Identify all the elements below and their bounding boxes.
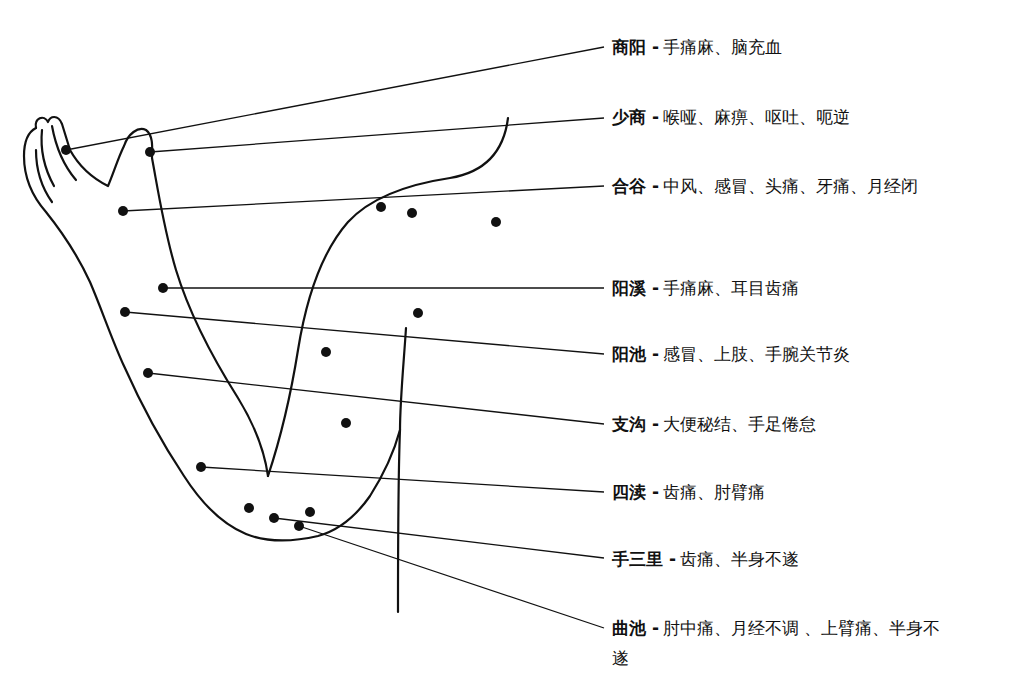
acupoint-dot	[305, 507, 315, 517]
acupoint-dot	[244, 503, 254, 513]
leader-line	[299, 526, 604, 628]
leader-line	[66, 47, 604, 150]
acupoint-label: 合谷 -中风、感冒、头痛、牙痛、月经闭	[612, 171, 962, 201]
acupoint-dot	[269, 513, 279, 523]
indication-text: 齿痛、半身不遂	[680, 549, 799, 569]
acupoint-label: 阳池 -感冒、上肢、手腕关节炎	[612, 339, 992, 369]
acupoint-label: 阳溪 -手痛麻、耳目齿痛	[612, 273, 992, 303]
finger-line	[36, 150, 52, 202]
finger-line	[42, 130, 55, 186]
acupoint-label: 四渎 -齿痛、肘臂痛	[612, 477, 992, 507]
acupoint-label: 手三里 -齿痛、半身不遂	[612, 544, 992, 574]
acupoint-label: 曲池 -肘中痛、月经不调 、上臂痛、半身不遂	[612, 613, 957, 673]
acupoint-dot	[120, 307, 130, 317]
hand-outline	[36, 117, 152, 186]
indication-text: 感冒、上肢、手腕关节炎	[663, 344, 850, 364]
leader-line	[163, 287, 604, 288]
acupoint-name: 支沟 -	[612, 414, 659, 434]
acupoint-name: 阳溪 -	[612, 278, 659, 298]
acupoint-name: 手三里 -	[612, 549, 676, 569]
acupoint-name: 少商 -	[612, 107, 659, 127]
leader-line	[150, 118, 604, 152]
indication-text: 手痛麻、脑充血	[663, 37, 782, 57]
indication-text: 中风、感冒、头痛、牙痛、月经闭	[663, 176, 918, 196]
acupoint-label: 商阳 -手痛麻、脑充血	[612, 32, 992, 62]
acupoint-dot	[143, 368, 153, 378]
acupoint-dot	[321, 347, 331, 357]
acupoint-name: 商阳 -	[612, 37, 659, 57]
hand-outline	[24, 128, 400, 540]
acupoint-dot	[118, 206, 128, 216]
forearm-inner-edge	[152, 158, 268, 476]
indication-text: 肘中痛、月经不调 、上臂痛、半身不遂	[612, 618, 940, 668]
leader-line	[201, 467, 604, 492]
acupoint-dot	[376, 202, 386, 212]
acupoint-name: 合谷 -	[612, 176, 659, 196]
acupoint-dot	[491, 217, 501, 227]
indication-text: 大便秘结、手足倦怠	[663, 414, 816, 434]
acupoint-name: 曲池 -	[612, 618, 659, 638]
acupoint-label: 支沟 -大便秘结、手足倦怠	[612, 409, 992, 439]
acupoint-dot	[196, 462, 206, 472]
finger-line	[52, 126, 76, 180]
acupoint-dot	[341, 418, 351, 428]
acupoint-dot	[407, 208, 417, 218]
acupoint-label: 少商 -喉哑、麻痹、呕吐、呃逆	[612, 102, 992, 132]
acupoint-dot	[145, 147, 155, 157]
leader-line	[125, 312, 604, 354]
upper-arm-line	[398, 328, 406, 612]
acupoint-name: 四渎 -	[612, 482, 659, 502]
leader-line	[148, 373, 604, 424]
indication-text: 手痛麻、耳目齿痛	[663, 278, 799, 298]
upper-arm-edge	[268, 118, 508, 476]
acupoint-dot	[158, 283, 168, 293]
acupoints	[61, 145, 501, 531]
indication-text: 齿痛、肘臂痛	[663, 482, 765, 502]
leader-line	[274, 518, 604, 558]
acupoint-dot	[61, 145, 71, 155]
leader-line	[123, 186, 604, 211]
acupoint-dot	[413, 308, 423, 318]
leader-lines	[66, 47, 604, 628]
acupoint-dot	[294, 521, 304, 531]
acupoint-name: 阳池 -	[612, 344, 659, 364]
indication-text: 喉哑、麻痹、呕吐、呃逆	[663, 107, 850, 127]
